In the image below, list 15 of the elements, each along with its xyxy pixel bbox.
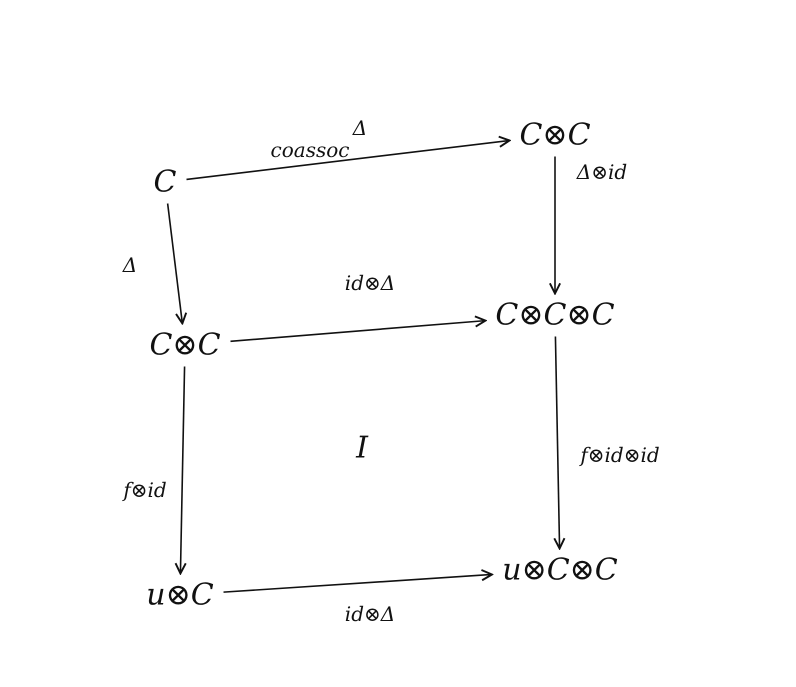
object-label: C — [144, 160, 186, 204]
object-label: u⊗C — [136, 574, 224, 616]
object-label: C⊗C — [139, 324, 231, 366]
arrow — [186, 136, 510, 180]
object-label: C⊗C — [509, 114, 601, 156]
object-label: u⊗C⊗C — [492, 548, 628, 592]
arrow — [166, 203, 188, 324]
arrow — [230, 315, 486, 342]
arrow — [553, 336, 566, 550]
arrow — [174, 366, 187, 574]
object-label: C⊗C⊗C — [485, 294, 625, 336]
diagram-note: I — [356, 430, 368, 466]
diagram-note: coassoc — [270, 138, 350, 162]
arrow — [223, 569, 493, 593]
arrow — [548, 156, 562, 294]
